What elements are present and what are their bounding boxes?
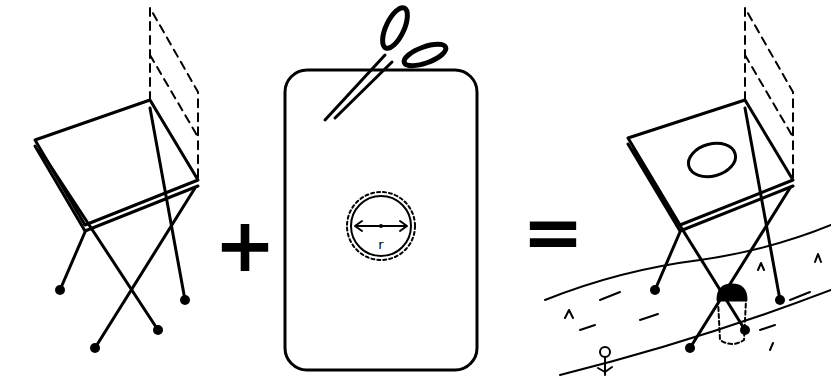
plus-sign: +: [214, 208, 276, 282]
folding-chair-with-hole: [628, 8, 793, 353]
ground: [545, 225, 831, 375]
cut-board: [285, 70, 477, 370]
radius-label: r: [378, 238, 383, 251]
equals-sign: =: [522, 195, 584, 269]
folding-chair: [35, 8, 198, 353]
scissors: [325, 4, 448, 120]
